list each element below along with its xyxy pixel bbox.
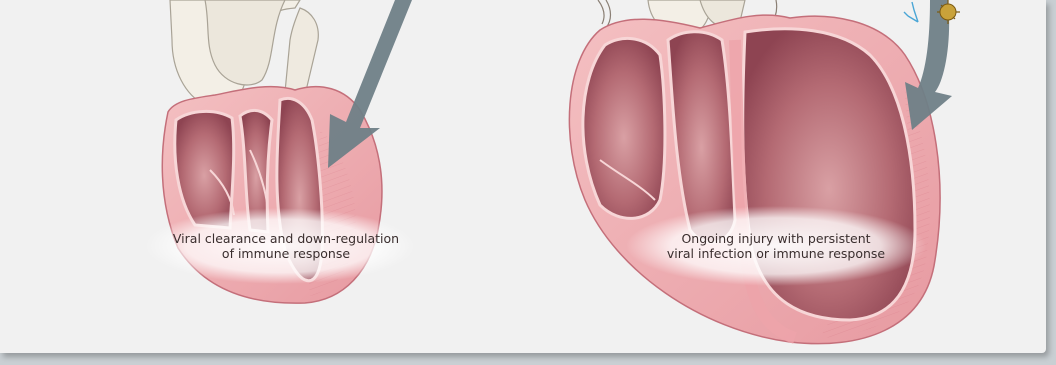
left-caption-line-2: of immune response xyxy=(146,246,426,261)
right-heart-caption: Ongoing injury with persistent viral inf… xyxy=(636,231,916,261)
left-vein xyxy=(285,8,318,95)
antibody-icon xyxy=(904,2,918,22)
left-heart-caption: Viral clearance and down-regulation of i… xyxy=(146,231,426,261)
left-caption-line-1: Viral clearance and down-regulation xyxy=(146,231,426,246)
right-caption-line-2: viral infection or immune response xyxy=(636,246,916,261)
right-heart-chamber-ra xyxy=(583,38,665,218)
right-caption-line-1: Ongoing injury with persistent xyxy=(636,231,916,246)
right-heart xyxy=(569,0,960,344)
